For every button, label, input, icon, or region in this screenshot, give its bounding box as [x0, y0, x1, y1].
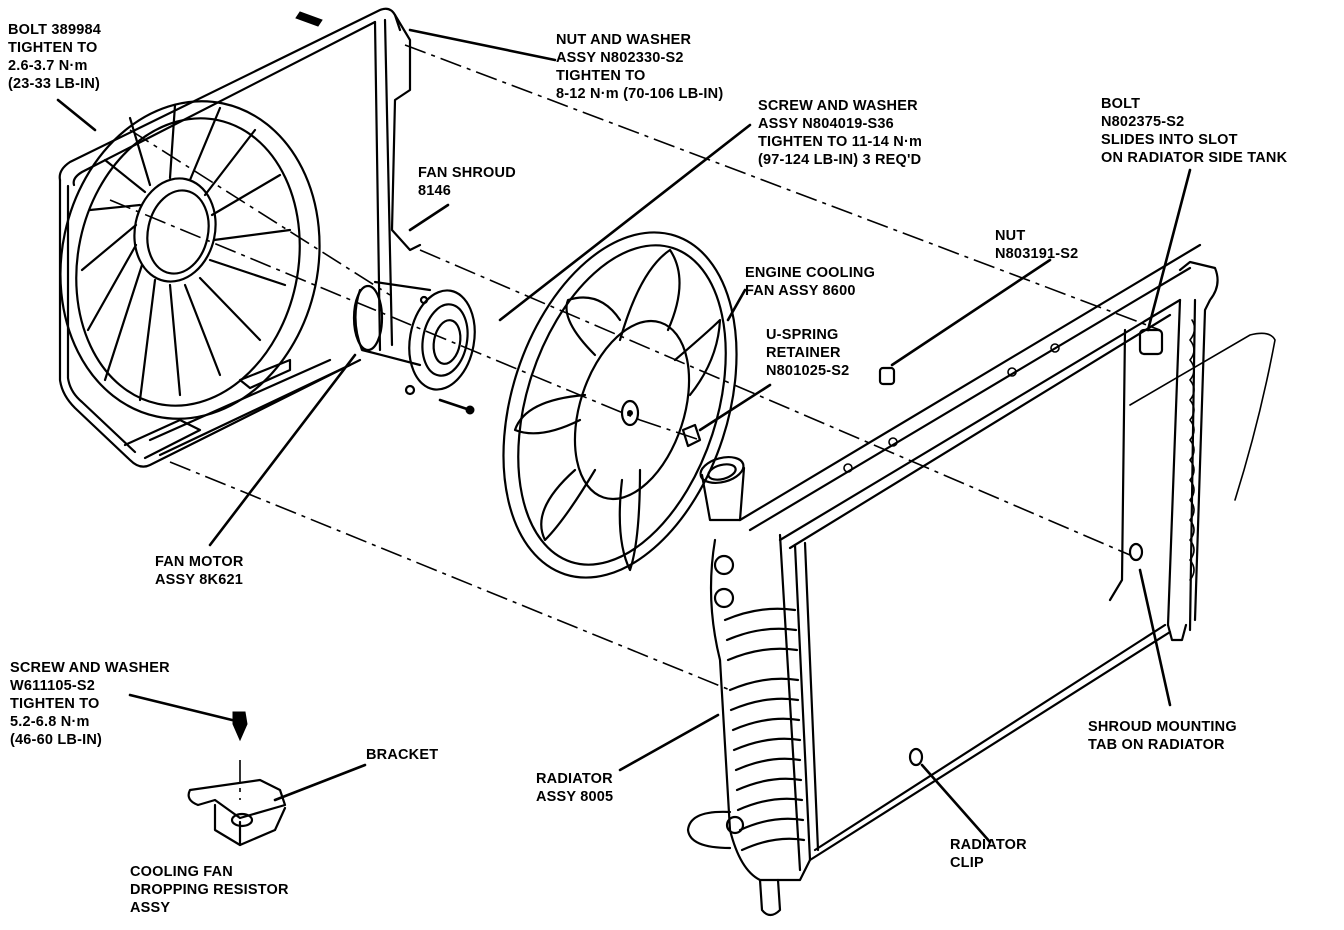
- leader-lines: [56, 28, 1276, 844]
- leader-nut: [890, 258, 1052, 367]
- leader-fan-motor: [208, 353, 357, 547]
- leader-shroud-tab: [1138, 568, 1172, 707]
- label-u-spring-retainer: U-SPRING RETAINER N801025-S2: [766, 327, 850, 379]
- label-engine-cooling-fan: ENGINE COOLING FAN ASSY 8600: [745, 265, 876, 299]
- radiator-drawing: [686, 243, 1219, 917]
- label-dropping-resistor: COOLING FAN DROPPING RESISTOR ASSY: [130, 864, 289, 916]
- label-radiator: RADIATOR ASSY 8005: [536, 771, 614, 805]
- label-screw-washer-n804019: SCREW AND WASHER ASSY N804019-S36 TIGHTE…: [758, 98, 923, 168]
- label-bolt-389984: BOLT 389984 TIGHTEN TO 2.6-3.7 N·m (23-3…: [8, 22, 102, 92]
- leader-fan-shroud: [408, 203, 450, 232]
- alignment-lines: [109, 44, 1161, 800]
- fan-shroud-drawing: [58, 7, 422, 468]
- leader-radiator: [618, 713, 720, 772]
- label-fan-motor: FAN MOTOR ASSY 8K621: [155, 554, 244, 588]
- label-fan-shroud: FAN SHROUD 8146: [418, 165, 516, 199]
- label-shroud-mounting-tab: SHROUD MOUNTING TAB ON RADIATOR: [1088, 719, 1237, 753]
- label-nut-n803191: NUT N803191-S2: [995, 228, 1079, 262]
- leader-nut-washer: [408, 28, 557, 62]
- leader-bolt-n802375: [1146, 168, 1192, 332]
- resistor-drawing: [187, 711, 287, 847]
- leader-bolt-389984: [56, 98, 97, 132]
- label-nut-washer-n802330: NUT AND WASHER ASSY N802330-S2 TIGHTEN T…: [556, 32, 724, 102]
- label-bracket: BRACKET: [366, 747, 439, 763]
- leader-radiator-clip: [920, 763, 992, 844]
- fan-motor-drawing: [352, 280, 476, 415]
- leader-bracket: [273, 763, 367, 802]
- leader-screw-washer: [498, 123, 752, 322]
- leader-u-spring: [698, 383, 772, 432]
- label-radiator-clip: RADIATOR CLIP: [950, 837, 1027, 871]
- leader-cooling-fan: [726, 288, 747, 322]
- leader-screw-w611105: [128, 693, 234, 722]
- cooling-fan-drawing: [502, 231, 738, 579]
- label-bolt-n802375: BOLT N802375-S2 SLIDES INTO SLOT ON RADI…: [1101, 96, 1288, 166]
- label-screw-washer-w611105: SCREW AND WASHER W611105-S2 TIGHTEN TO 5…: [10, 660, 170, 748]
